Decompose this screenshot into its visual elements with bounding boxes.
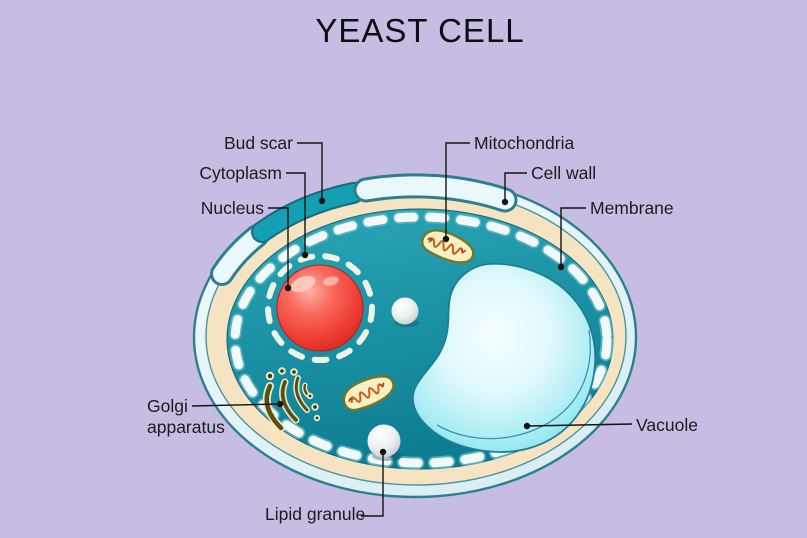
vacuole-inner-shade-line xyxy=(436,329,591,440)
bud-scar xyxy=(253,184,362,241)
golgi-vesicle-3 xyxy=(290,368,298,376)
dot-vacuole xyxy=(523,422,531,430)
dot-bud-scar xyxy=(318,197,326,205)
nucleus-gloss-large xyxy=(290,275,316,293)
pointer-dots xyxy=(276,197,565,456)
dot-membrane xyxy=(557,263,565,271)
lipid-granule-small xyxy=(391,297,419,325)
plasma-membrane-dashes xyxy=(230,212,612,468)
dot-cytoplasm xyxy=(301,251,309,259)
dot-golgi xyxy=(276,400,284,408)
label-membrane: Membrane xyxy=(590,198,674,218)
pointer-lines xyxy=(191,142,633,517)
golgi-vesicle-5 xyxy=(311,403,319,411)
nucleus-gloss-small xyxy=(323,276,339,286)
label-bud-scar: Bud scar xyxy=(224,133,293,153)
pointer-golgi xyxy=(191,403,281,407)
pointer-cell-wall xyxy=(504,172,527,202)
pointer-bud-scar xyxy=(297,142,323,201)
golgi-cisterna-3 xyxy=(294,376,309,412)
golgi-apparatus-organelle xyxy=(262,367,321,432)
labels: Bud scar Cytoplasm Nucleus Mitochondria … xyxy=(147,133,698,524)
pointer-cytoplasm xyxy=(286,172,306,255)
label-nucleus: Nucleus xyxy=(201,198,264,218)
nucleus-body xyxy=(276,264,364,352)
label-lipid-granule: Lipid granule xyxy=(265,504,365,524)
nucleus-organelle xyxy=(265,253,375,363)
dot-mitochondria xyxy=(442,235,450,243)
mitochondrion-membrane xyxy=(421,229,475,264)
lipid-granules xyxy=(367,297,419,461)
pointer-membrane xyxy=(560,207,586,267)
mitochondrion-top xyxy=(421,229,475,264)
pointer-lipid-granule xyxy=(361,452,384,517)
lipid-granule-large xyxy=(367,424,401,458)
pointer-nucleus xyxy=(268,207,289,288)
cristae xyxy=(428,237,464,255)
golgi-cisterna-1 xyxy=(264,383,284,431)
label-cytoplasm: Cytoplasm xyxy=(199,163,282,183)
dot-cell-wall xyxy=(501,198,509,206)
wall-capsule-top xyxy=(356,176,515,210)
golgi-vesicle-4 xyxy=(306,392,314,400)
nuclear-envelope-dashes xyxy=(265,253,375,363)
label-golgi-line1: Golgi xyxy=(147,396,188,416)
cristae xyxy=(350,383,385,403)
dot-lipid-granule xyxy=(379,448,387,456)
page-title: YEAST CELL xyxy=(315,12,524,49)
golgi-vesicle-1 xyxy=(265,371,275,381)
dot-nucleus xyxy=(284,284,292,292)
vacuole-body xyxy=(412,262,597,453)
bud-scar-region xyxy=(210,173,518,286)
golgi-cisterna-2 xyxy=(280,380,298,422)
label-cell-wall: Cell wall xyxy=(531,163,596,183)
label-mitochondria: Mitochondria xyxy=(474,133,574,153)
golgi-vesicle-2 xyxy=(278,367,286,375)
cristae-accent xyxy=(348,382,385,402)
pointer-vacuole xyxy=(526,423,633,427)
vacuole-organelle xyxy=(412,262,597,453)
cristae-accent xyxy=(427,237,467,253)
pointer-mitochondria xyxy=(445,142,470,239)
golgi-vesicle-6 xyxy=(313,414,321,422)
mitochondrion-lower xyxy=(342,375,395,412)
label-vacuole: Vacuole xyxy=(636,415,698,435)
label-golgi-line2: apparatus xyxy=(147,417,225,437)
